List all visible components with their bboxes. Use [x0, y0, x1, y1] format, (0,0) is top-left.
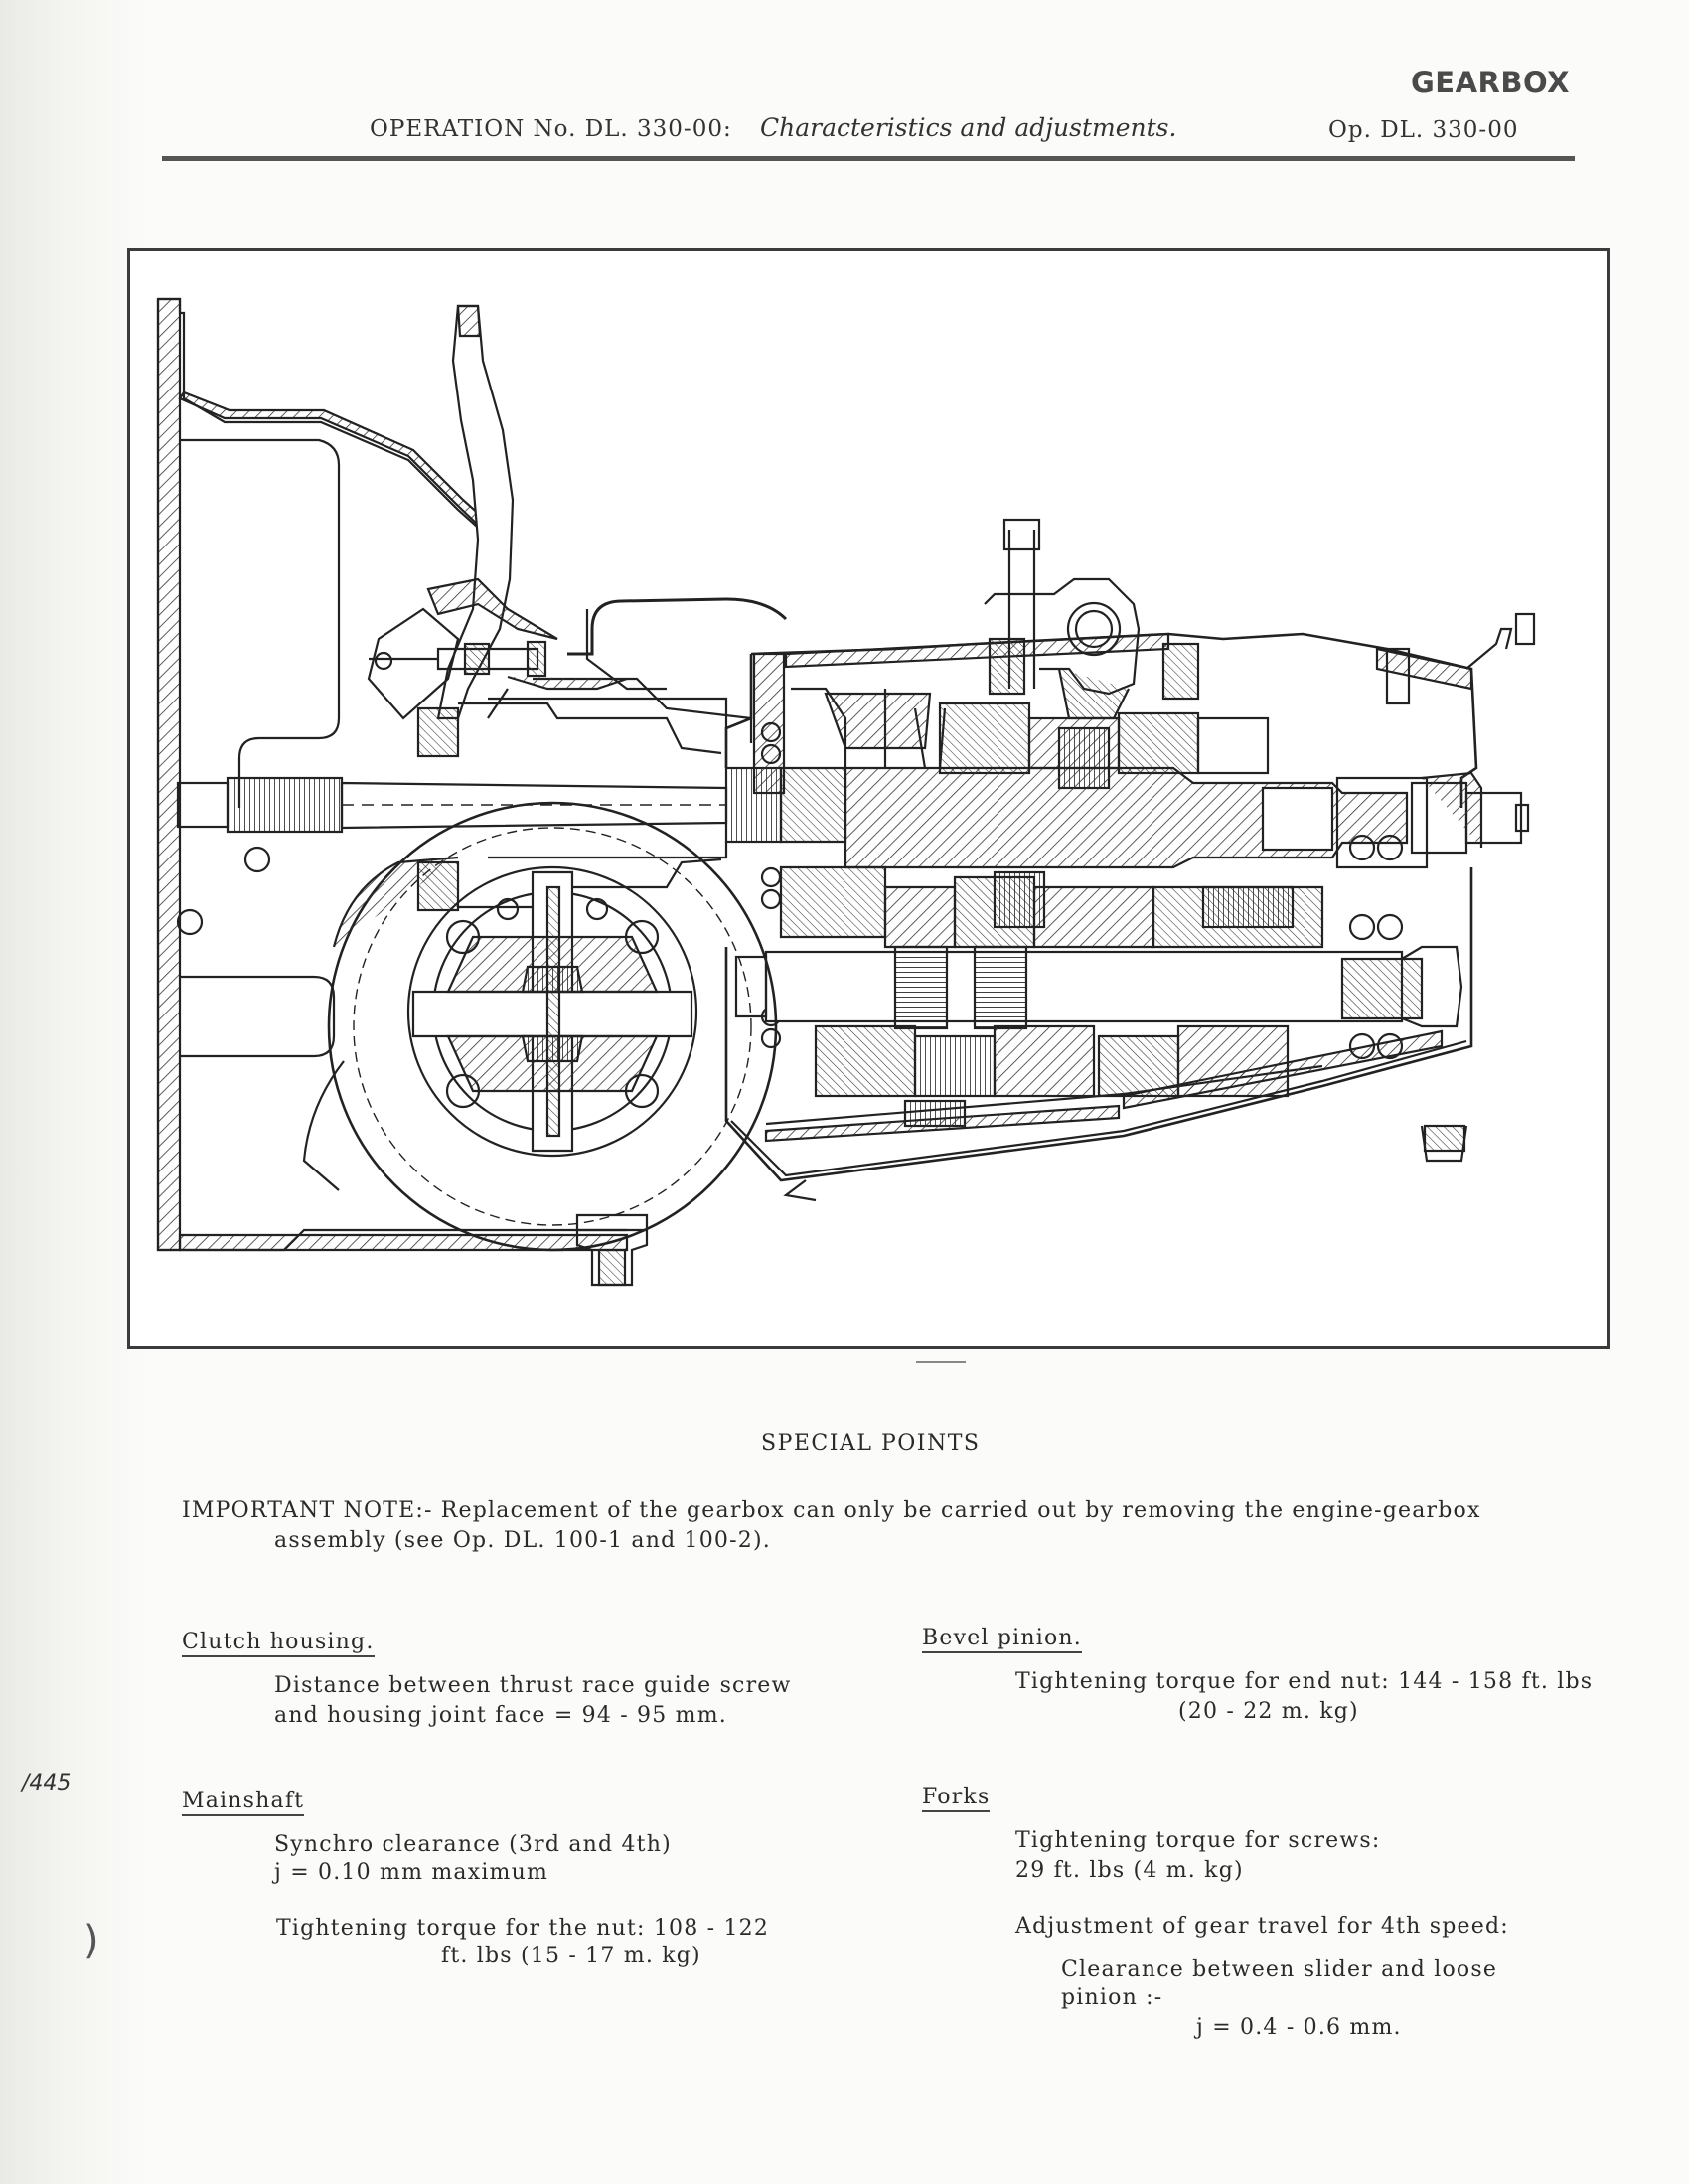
forks-line4: Clearance between slider and loose — [1061, 1957, 1498, 1982]
clutch-housing-heading: Clutch housing. — [182, 1630, 375, 1657]
margin-paren-mark: ) — [83, 1918, 99, 1963]
mainshaft-line3: Tightening torque for the nut: 108 - 122 — [276, 1916, 770, 1941]
important-note-line1: IMPORTANT NOTE:- Replacement of the gear… — [182, 1498, 1481, 1523]
gearbox-drawing — [156, 297, 1536, 1287]
forks-heading: Forks — [922, 1785, 991, 1812]
bevel-pinion-line2: (20 - 22 m. kg) — [1178, 1699, 1359, 1724]
mainshaft-line1: Synchro clearance (3rd and 4th) — [274, 1832, 672, 1857]
scan-shadow — [0, 0, 149, 2184]
operation-number: OPERATION No. DL. 330-00: — [370, 116, 732, 142]
clutch-housing-line1: Distance between thrust race guide screw — [274, 1673, 792, 1698]
mainshaft-line4: ft. lbs (15 - 17 m. kg) — [441, 1944, 701, 1968]
important-note-line2: assembly (see Op. DL. 100-1 and 100-2). — [274, 1528, 771, 1553]
forks-line6: j = 0.4 - 0.6 mm. — [1196, 2015, 1402, 2040]
special-points-heading: SPECIAL POINTS — [761, 1431, 981, 1456]
mainshaft-heading: Mainshaft — [182, 1789, 305, 1816]
header-rule — [162, 156, 1575, 161]
mainshaft-line2: j = 0.10 mm maximum — [274, 1860, 549, 1885]
clutch-housing-line2: and housing joint face = 94 - 95 mm. — [274, 1703, 727, 1728]
section-tag: GEARBOX — [1411, 66, 1570, 99]
forks-line3: Adjustment of gear travel for 4th speed: — [1015, 1914, 1509, 1939]
figure-mark — [916, 1361, 966, 1363]
gearbox-cross-section-figure — [127, 248, 1610, 1349]
margin-page-number: /445 — [22, 1771, 72, 1795]
bevel-pinion-line1: Tightening torque for end nut: 144 - 158… — [1015, 1669, 1594, 1694]
operation-ref: Op. DL. 330-00 — [1328, 117, 1519, 143]
operation-title: Characteristics and adjustments. — [760, 113, 1177, 142]
forks-line1: Tightening torque for screws: — [1015, 1828, 1381, 1853]
bevel-pinion-heading: Bevel pinion. — [922, 1626, 1082, 1653]
forks-line2: 29 ft. lbs (4 m. kg) — [1015, 1858, 1244, 1883]
forks-line5: pinion :- — [1061, 1985, 1163, 2010]
